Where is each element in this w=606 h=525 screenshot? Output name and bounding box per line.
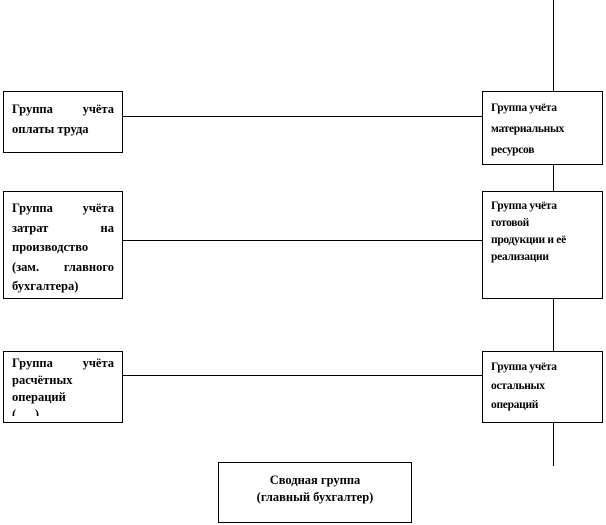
settlement-operations-group-box: Группа учёта расчётных операций (......) <box>3 351 123 423</box>
other-operations-group-box: Группа учёта остальных операций <box>482 351 603 423</box>
box-text-line: ресурсов <box>491 144 535 156</box>
box-text-line: расчётных <box>12 373 73 387</box>
box-text-line: бухгалтера) <box>12 279 79 293</box>
box-text-line: Группа учёта <box>12 356 114 370</box>
connector-line-settlements <box>123 375 482 376</box>
material-resources-group-box: Группа учёта материальных ресурсов <box>482 91 603 165</box>
box-text-line: затрат на <box>12 220 114 235</box>
box-text-line: продукции и её <box>491 234 566 246</box>
box-text-line: производство <box>12 240 89 254</box>
box-text-line: Сводная группа <box>269 473 361 487</box>
box-text-line: Группа учёта <box>491 361 557 373</box>
finished-products-group-box: Группа учёта готовой продукции и её реал… <box>482 191 603 299</box>
box-text-line: Группа учёта <box>491 200 557 212</box>
box-text-line: операций <box>491 399 539 411</box>
box-text-line: реализации <box>491 251 549 263</box>
connector-line-production <box>123 240 482 241</box>
summary-group-box: Сводная группа (главный бухгалтер) <box>218 462 412 523</box>
box-text-line: (главный бухгалтер) <box>256 490 374 504</box>
box-text-line: (зам. главного <box>12 259 114 274</box>
box-text-line: Группа учёта <box>491 102 557 114</box>
box-text-line: Группа учёта <box>12 102 114 116</box>
connector-line-labor <box>123 116 482 117</box>
box-text-line: готовой <box>491 217 529 229</box>
cut-off-text: (......) <box>12 407 40 416</box>
box-text-line: операций <box>12 390 66 404</box>
labor-payment-group-box: Группа учёта оплаты труда <box>3 91 123 153</box>
box-text-line: (......) <box>12 406 114 416</box>
box-text-line: оплаты труда <box>12 122 89 136</box>
box-text-line: материальных <box>491 123 565 135</box>
box-text-line: Группа учёта <box>12 201 114 215</box>
production-costs-group-box: Группа учёта затрат на производство (зам… <box>3 191 123 299</box>
box-text-line: остальных <box>491 380 545 392</box>
